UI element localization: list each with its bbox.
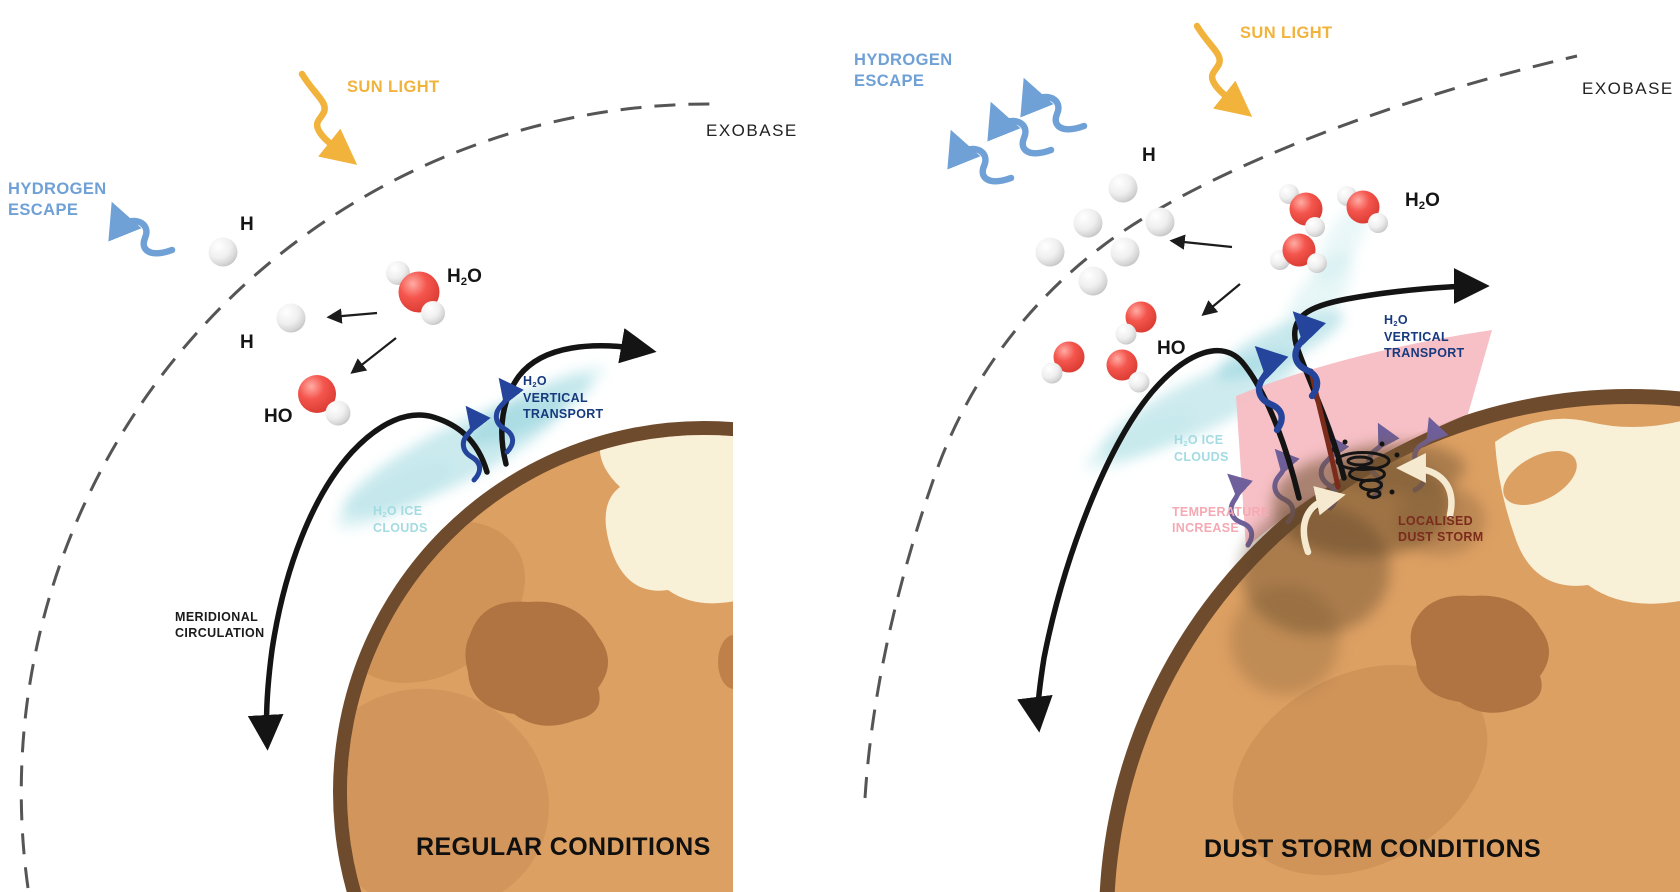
ice-sub: 2: [1183, 439, 1188, 449]
ice-line1: H2O ICE: [373, 503, 428, 520]
vt-h: H: [1384, 313, 1394, 327]
vertical-transport-arrows: [460, 377, 524, 483]
temperature-line1: TEMPERATURE: [1172, 505, 1270, 519]
dust-storm-conditions-caption: DUST STORM CONDITIONS: [1204, 835, 1542, 863]
ho-label: HO: [1157, 338, 1186, 359]
vt-o: O: [536, 374, 547, 388]
sun-light-arrow: [1193, 22, 1253, 117]
ice-line2: CLOUDS: [373, 520, 428, 535]
ice-o: O ICE: [386, 504, 423, 518]
vertical-transport-label: H2O VERTICAL TRANSPORT: [1384, 312, 1464, 361]
sun-light-label: SUN LIGHT: [347, 78, 440, 96]
panel-regular-conditions: SUN LIGHT HYDROGEN ESCAPE EXOBASE H H H2…: [8, 70, 798, 892]
meridional-circulation-label: MERIDIONAL CIRCULATION: [175, 609, 265, 642]
ice-line2: CLOUDS: [1174, 449, 1229, 464]
h2o-label: H2O: [1405, 190, 1440, 214]
sun-light-label: SUN LIGHT: [1240, 24, 1333, 42]
hydrogen-escape-label: HYDROGEN ESCAPE: [854, 50, 953, 91]
h2o-label-h: H: [447, 266, 461, 287]
vt-o: O: [1397, 313, 1408, 327]
h2o-label-sub: 2: [460, 276, 468, 289]
hydrogen-escape-line1: HYDROGEN: [854, 51, 953, 69]
vt-line2: VERTICAL: [523, 390, 588, 405]
ice-clouds-label: H2O ICE CLOUDS: [373, 503, 428, 536]
ice-line1: H2O ICE: [1174, 432, 1229, 449]
h-atom-upper-icon: [208, 237, 238, 267]
mars-terrain-patch: [718, 635, 733, 689]
dissociation-arrow: [326, 308, 378, 324]
mars-terrain-patch: [1503, 450, 1577, 506]
dust-storm-line1: LOCALISED: [1398, 514, 1473, 528]
h-lower-label: H: [240, 332, 254, 353]
meridional-line2: CIRCULATION: [175, 626, 265, 641]
exobase-line: [19, 102, 715, 889]
h-upper-label: H: [240, 214, 254, 235]
h2o-label-o: O: [1425, 190, 1440, 211]
mars-dark-patch: [465, 601, 608, 726]
exobase-line: [863, 54, 1578, 799]
dissociation-arrow: [1169, 234, 1233, 250]
dust-storm-line2: DUST STORM: [1398, 530, 1484, 545]
h2o-molecules-icon: [1270, 184, 1388, 273]
vt-sub: 2: [1393, 319, 1398, 329]
dissociation-arrow: [1201, 283, 1241, 316]
h2o-molecule-icon: [386, 261, 445, 325]
hydrogen-escape-arrows: [947, 77, 1088, 185]
vertical-transport-label: H2O VERTICAL TRANSPORT: [523, 373, 603, 422]
mars-terrain-patch: [1232, 664, 1488, 876]
mars-planet: [1099, 389, 1680, 892]
sun-light-arrow: [298, 70, 358, 165]
vt-line2: VERTICAL: [1384, 329, 1449, 344]
vt-line3: TRANSPORT: [1384, 345, 1465, 360]
h-cluster-label: H: [1142, 145, 1156, 166]
panel-dust-storm-conditions: SUN LIGHT HYDROGEN ESCAPE EXOBASE H H2O …: [840, 0, 1680, 892]
ice-h: H: [373, 504, 383, 518]
localised-dust-storm-label: LOCALISED DUST STORM: [1398, 513, 1483, 546]
vt-sub: 2: [532, 380, 537, 390]
h2o-label: H2O: [447, 266, 482, 290]
dust-devil-spiral-icon: [1335, 451, 1391, 499]
heated-channel-line: [1308, 368, 1341, 490]
vertical-transport-arrows: [1254, 311, 1326, 434]
ice-o: O ICE: [1187, 433, 1224, 447]
dissociation-arrow: [350, 337, 397, 374]
hydrogen-escape-line2: ESCAPE: [8, 200, 79, 219]
hydrogen-escape-label: HYDROGEN ESCAPE: [8, 179, 107, 220]
h-atom-cluster-icon: [1035, 173, 1175, 296]
ice-clouds-label: H2O ICE CLOUDS: [1174, 432, 1229, 465]
h-atom-lower-icon: [276, 303, 306, 333]
vt-line1: H2O: [1384, 312, 1464, 329]
exobase-label: EXOBASE: [1582, 79, 1674, 98]
mars-planet: [333, 421, 733, 892]
mars-terrain-patch: [347, 688, 549, 892]
temperature-line2: INCREASE: [1172, 521, 1239, 536]
meridional-circulation-arrow: [247, 412, 490, 751]
h2o-label-o: O: [467, 266, 482, 287]
vt-line1: H2O: [523, 373, 603, 390]
ho-label: HO: [264, 406, 293, 427]
exobase-label: EXOBASE: [706, 121, 798, 140]
ice-h: H: [1174, 433, 1184, 447]
hydrogen-escape-line1: HYDROGEN: [8, 180, 107, 198]
dust-storm-conditions-art: [863, 22, 1680, 892]
h2o-label-h: H: [1405, 190, 1419, 211]
temperature-increase-label: TEMPERATURE INCREASE: [1172, 504, 1270, 537]
ho-molecules-icon: [1041, 301, 1157, 393]
ho-molecule-icon: [298, 375, 351, 426]
regular-conditions-art: [19, 70, 733, 892]
vt-h: H: [523, 374, 533, 388]
mars-ice-cap-patch: [599, 435, 733, 604]
vt-line3: TRANSPORT: [523, 406, 604, 421]
regular-conditions-caption: REGULAR CONDITIONS: [416, 833, 711, 861]
uplift-arrows: [1300, 453, 1455, 556]
hydrogen-escape-line2: ESCAPE: [854, 71, 925, 90]
meridional-line1: MERIDIONAL: [175, 610, 259, 624]
h2o-label-sub: 2: [1418, 200, 1426, 213]
mars-dark-patch: [1410, 595, 1549, 713]
ice-sub: 2: [382, 510, 387, 520]
hydrogen-escape-arrow: [108, 201, 176, 257]
ice-clouds-haze: [336, 364, 606, 529]
